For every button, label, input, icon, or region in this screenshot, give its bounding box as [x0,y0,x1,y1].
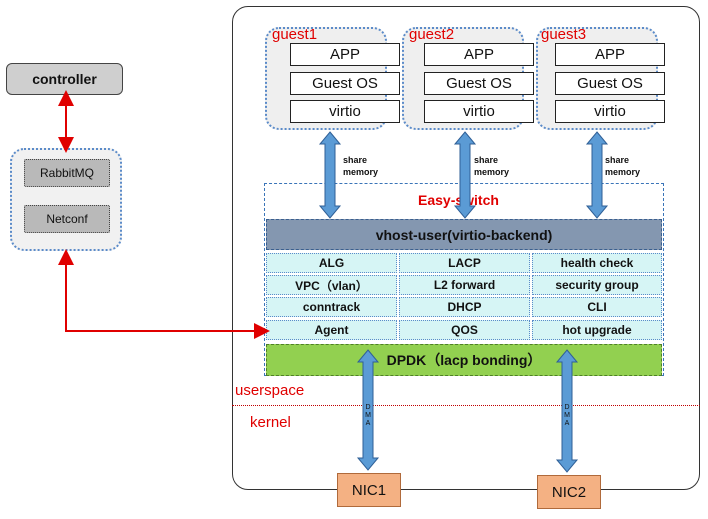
easy-switch-title: Easy-switch [418,192,499,208]
guest1-label: guest1 [272,26,318,43]
module-health-check: health check [532,253,662,273]
share-memory-arrow-2 [453,131,477,219]
kernel-label: kernel [250,414,291,431]
netconf-agent-arrow [58,249,270,339]
vhost-user-layer: vhost-user(virtio-backend) [266,219,662,250]
module-alg: ALG [266,253,397,273]
guest2-virtio: virtio [424,100,534,123]
rabbitmq-node: RabbitMQ [24,159,110,187]
guest1-virtio: virtio [290,100,400,123]
module-dhcp: DHCP [399,297,530,317]
share-memory-arrow-1 [318,131,342,219]
nic1-node: NIC1 [337,473,401,507]
nic2-node: NIC2 [537,475,601,509]
module-cli: CLI [532,297,662,317]
share-memory-arrow-3 [585,131,609,219]
guest1-os: Guest OS [290,72,400,95]
guest1-app: APP [290,43,400,66]
guest3-virtio: virtio [555,100,665,123]
module-hot-upgrade: hot upgrade [532,320,662,340]
module-security-group: security group [532,275,662,295]
userspace-label: userspace [235,382,305,399]
controller-node: controller [6,63,123,95]
guest2-os: Guest OS [424,72,534,95]
module-l2-forward: L2 forward [399,275,530,295]
guest2-app: APP [424,43,534,66]
guest3-os: Guest OS [555,72,665,95]
dpdk-layer: DPDK（lacp bonding） [266,344,662,376]
dma-arrow-2 [555,349,579,473]
module-qos: QOS [399,320,530,340]
module-lacp: LACP [399,253,530,273]
guest3-label: guest3 [541,26,587,43]
guest2-label: guest2 [409,26,455,43]
module-vpc: VPC（vlan） [266,275,397,295]
netconf-node: Netconf [24,205,110,233]
guest3-app: APP [555,43,665,66]
userspace-kernel-divider [232,405,700,406]
dma-arrow-1 [356,349,380,471]
module-agent: Agent [266,320,397,340]
